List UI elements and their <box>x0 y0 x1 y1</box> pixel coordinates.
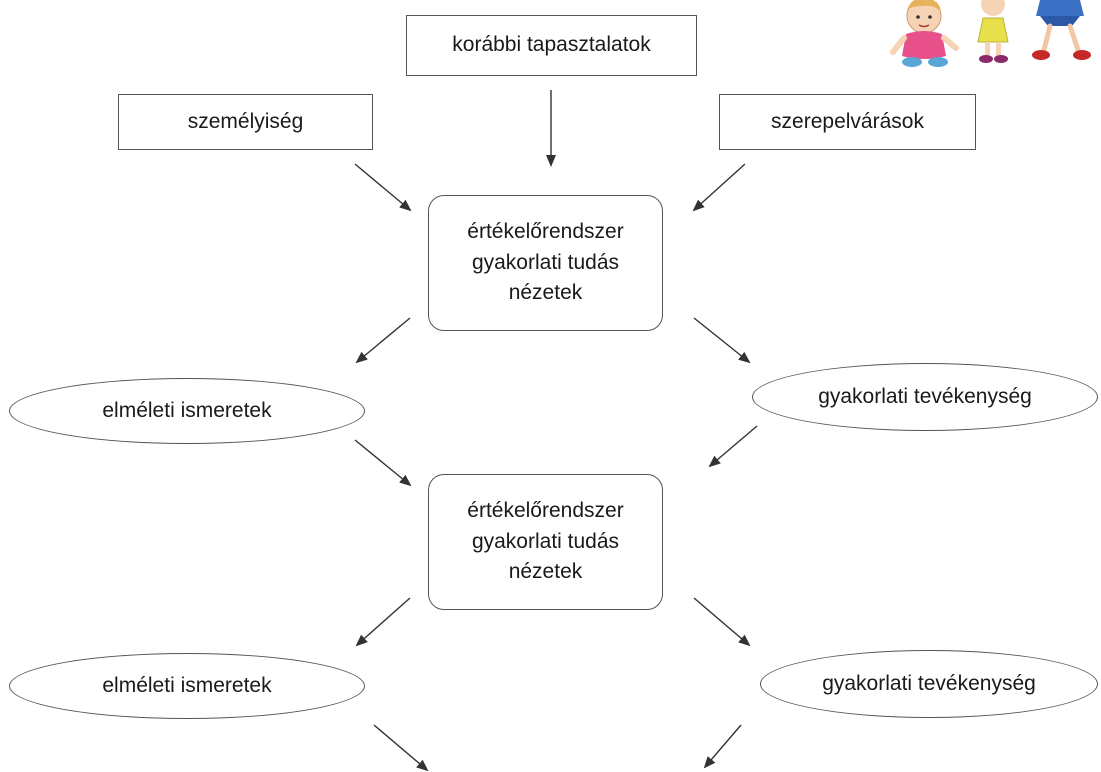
girl-blue-figure <box>1032 0 1091 60</box>
core-box-2: értékelőrendszer gyakorlati tudás nézete… <box>428 474 663 610</box>
arrow-roles-to-core1 <box>692 163 746 212</box>
core-box-1: értékelőrendszer gyakorlati tudás nézete… <box>428 195 663 331</box>
arrow-core1-to-theory1 <box>355 317 411 364</box>
role-expectations-box: szerepelvárások <box>719 94 976 150</box>
personality-box: személyiség <box>118 94 373 150</box>
theory-1-label: elméleti ismeretek <box>102 398 272 422</box>
core-1-line3: nézetek <box>508 281 583 305</box>
girl-figure <box>977 0 1009 63</box>
previous-experience-box: korábbi tapasztalatok <box>406 15 697 76</box>
theory-ellipse-1: elméleti ismeretek <box>9 378 365 444</box>
practice-1-label: gyakorlati tevékenység <box>818 384 1032 408</box>
core-2-line1: értékelőrendszer <box>467 499 624 523</box>
core-1-line2: gyakorlati tudás <box>471 250 620 274</box>
theory-2-label: elméleti ismeretek <box>102 673 272 697</box>
practice-ellipse-1: gyakorlati tevékenység <box>752 363 1098 431</box>
arrow-core2-to-practice2 <box>693 597 751 647</box>
previous-experience-label: korábbi tapasztalatok <box>452 33 651 57</box>
toddler-figure <box>890 0 959 67</box>
core-2-line2: gyakorlati tudás <box>471 529 620 553</box>
practice-ellipse-2: gyakorlati tevékenység <box>760 650 1098 718</box>
arrow-practice2-down <box>703 724 742 769</box>
arrow-core1-to-practice1 <box>693 317 751 364</box>
personality-label: személyiség <box>187 109 304 133</box>
core-1-line1: értékelőrendszer <box>467 220 624 244</box>
practice-2-label: gyakorlati tevékenység <box>822 671 1036 695</box>
arrow-theory1-to-core2 <box>354 439 412 487</box>
arrow-practice1-to-core2 <box>708 425 758 468</box>
role-expectations-label: szerepelvárások <box>771 109 924 133</box>
theory-ellipse-2: elméleti ismeretek <box>9 653 365 719</box>
arrow-theory2-down <box>373 724 429 772</box>
arrow-personality-to-core1 <box>354 163 412 212</box>
core-2-line3: nézetek <box>508 560 583 584</box>
arrow-core2-to-theory2 <box>355 597 411 647</box>
